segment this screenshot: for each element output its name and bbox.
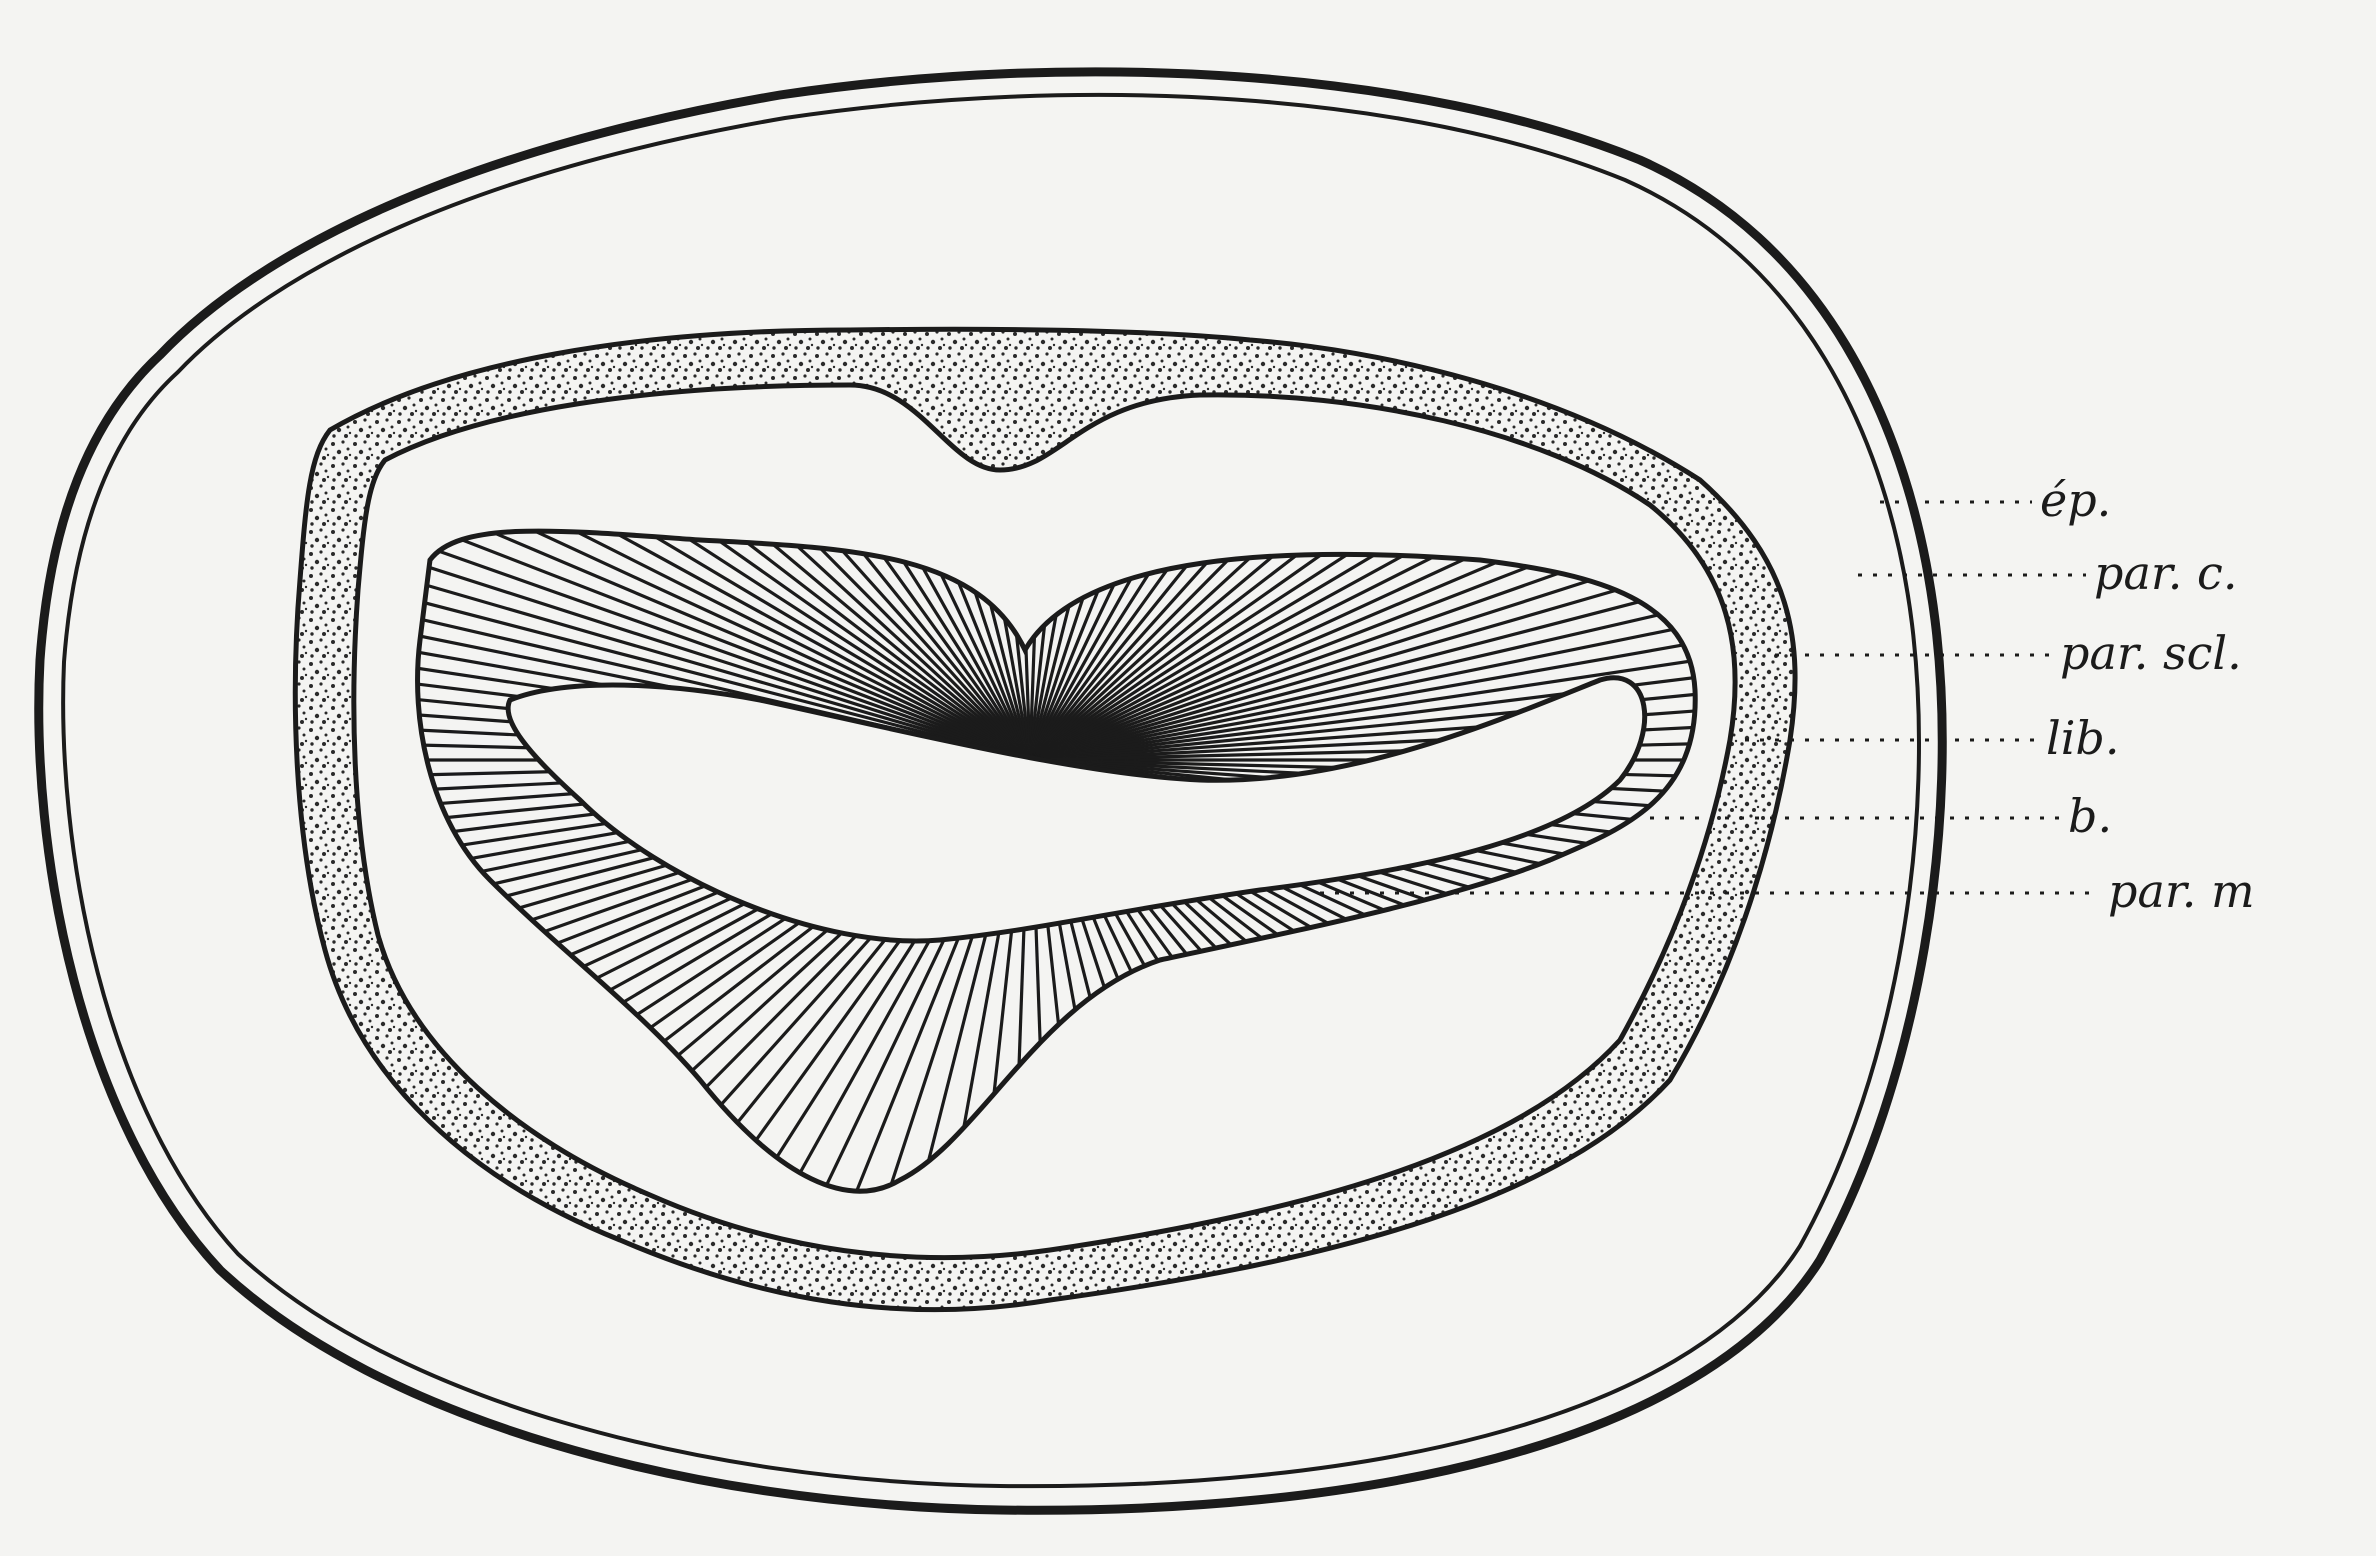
woody-striation-line (1030, 140, 1586, 760)
woody-striation-line (474, 140, 1030, 760)
woody-striation-line (265, 221, 1030, 760)
label-par-m: par. m (2108, 864, 2255, 918)
woody-striation-line (387, 169, 1030, 760)
label-par-c: par. c. (2094, 546, 2237, 600)
woody-striation-line (1030, 127, 1541, 760)
label-b: b. (2068, 789, 2112, 843)
label-ep: ép. (2040, 473, 2111, 527)
label-par-scl: par. scl. (2060, 626, 2242, 680)
woody-striation-line (1030, 115, 1495, 760)
label-lib: lib. (2046, 711, 2120, 765)
